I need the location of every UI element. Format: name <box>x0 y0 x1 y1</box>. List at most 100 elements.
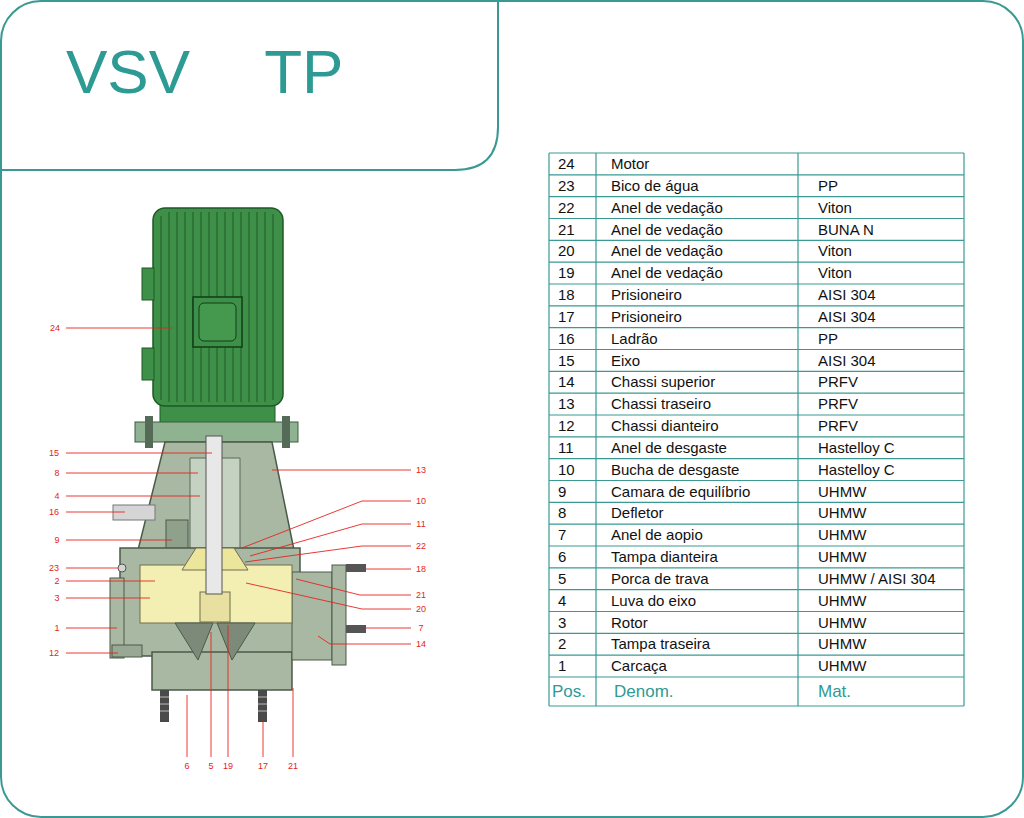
table-cell: AISI 304 <box>818 306 876 328</box>
table-cell: 1 <box>558 655 566 677</box>
stud <box>346 564 366 572</box>
table-cell: PP <box>818 328 838 350</box>
table-rule <box>549 705 964 706</box>
table-cell: 23 <box>558 175 575 197</box>
table-rule <box>548 153 549 706</box>
table-cell: Anel de vedação <box>611 219 723 241</box>
table-rule <box>549 589 964 590</box>
leader-line <box>366 628 411 629</box>
pump-drawing <box>110 208 366 722</box>
leader-line <box>211 632 212 757</box>
leader-line <box>318 636 411 644</box>
table-cell: Hastelloy C <box>818 437 895 459</box>
table-cell: UHMW <box>818 524 866 546</box>
callout-number: 24 <box>50 323 60 333</box>
junction-box-cover <box>199 303 236 341</box>
table-cell: Ladrão <box>611 328 658 350</box>
callout-number: 18 <box>416 564 426 574</box>
callout-number: 17 <box>258 761 268 771</box>
table-cell: UHMW <box>818 546 866 568</box>
callout-number: 4 <box>54 491 59 501</box>
table-cell: Anel de vedação <box>611 262 723 284</box>
callout-number: 11 <box>416 519 425 529</box>
callout-number: 21 <box>288 761 298 771</box>
junction-box <box>193 297 242 347</box>
leader-line <box>66 581 155 582</box>
table-cell: 17 <box>558 306 575 328</box>
table-rule <box>549 174 964 175</box>
table-rule <box>549 545 964 546</box>
callout-number: 23 <box>49 563 59 573</box>
table-cell: Chassi traseiro <box>611 393 711 415</box>
leader-line <box>66 540 172 541</box>
table-cell: Viton <box>818 240 852 262</box>
motor-body <box>153 208 283 406</box>
table-cell: Anel de aopio <box>611 524 703 546</box>
table-cell: Viton <box>818 262 852 284</box>
table-cell: 7 <box>558 524 566 546</box>
table-header: Denom. <box>614 677 674 706</box>
callout-number: 19 <box>223 761 233 771</box>
table-cell: UHMW <box>818 590 866 612</box>
table-cell: 4 <box>558 590 566 612</box>
stud-thread <box>160 697 267 711</box>
table-rule <box>549 567 964 568</box>
table-cell: Hastelloy C <box>818 459 895 481</box>
leader-lines <box>66 328 411 757</box>
table-cell: Carcaça <box>611 655 667 677</box>
table-cell: 13 <box>558 393 575 415</box>
table-cell: UHMW <box>818 655 866 677</box>
table-cell: Tampa traseira <box>611 633 710 655</box>
table-cell: Anel de vedação <box>611 240 723 262</box>
leader-line <box>66 473 198 474</box>
table-cell: AISI 304 <box>818 284 876 306</box>
table-cell: Anel de vedação <box>611 197 723 219</box>
table-cell: 9 <box>558 481 566 503</box>
table-rule <box>595 153 596 706</box>
table-cell: 19 <box>558 262 575 284</box>
table-rule <box>549 414 964 415</box>
table-cell: Prisioneiro <box>611 306 682 328</box>
callout-number: 7 <box>418 623 423 633</box>
leader-line <box>66 496 200 497</box>
table-cell: Tampa dianteira <box>611 546 718 568</box>
leader-line <box>66 598 150 599</box>
title: VSV TP <box>66 36 343 107</box>
discharge-nozzle <box>292 572 332 660</box>
table-rule <box>963 153 964 706</box>
leader-line <box>66 453 212 454</box>
callout-number: 6 <box>184 761 189 771</box>
table-cell: UHMW <box>818 502 866 524</box>
table-rule <box>549 524 964 525</box>
leader-line <box>246 583 411 609</box>
callout-number: 3 <box>54 593 59 603</box>
motor-tab <box>142 268 154 300</box>
table-rule <box>549 676 964 677</box>
table-cell: 21 <box>558 219 575 241</box>
table-cell: PP <box>818 175 838 197</box>
table-cell: Bucha de desgaste <box>611 459 739 481</box>
overflow-nozzle <box>113 505 155 520</box>
table-cell: Porca de trava <box>611 568 709 590</box>
leader-line <box>366 569 411 570</box>
table-cell: 16 <box>558 328 575 350</box>
table-cell: 6 <box>558 546 566 568</box>
foot-stud <box>258 690 267 722</box>
table-rule <box>549 436 964 437</box>
leader-line <box>228 625 229 757</box>
table-cell: Viton <box>818 197 852 219</box>
table-cell: Rotor <box>611 612 648 634</box>
table-rule <box>549 240 964 241</box>
leader-line <box>250 524 411 556</box>
table-rule <box>549 458 964 459</box>
table-cell: 10 <box>558 459 575 481</box>
leader-line <box>66 653 118 654</box>
callout-number: 2 <box>54 576 59 586</box>
callout-number: 5 <box>208 761 213 771</box>
table-rule <box>549 633 964 634</box>
callout-number: 22 <box>416 541 426 551</box>
callout-number: 8 <box>54 468 59 478</box>
leader-line <box>272 470 411 471</box>
